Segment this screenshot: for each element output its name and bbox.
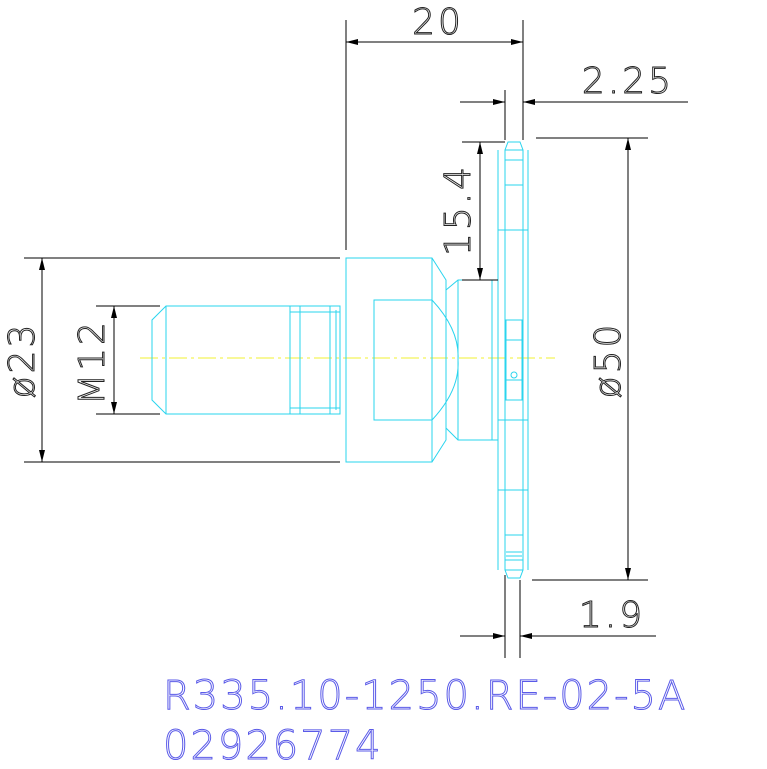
threaded-shank xyxy=(151,305,341,415)
dimension-length-label: 20 xyxy=(412,2,464,43)
dimension-outer-diameter-label: ø50 xyxy=(588,322,629,399)
dimension-length: 20 xyxy=(345,2,524,250)
hub xyxy=(445,279,499,441)
dimension-edge-thickness: 1.9 xyxy=(460,575,656,658)
dimension-thread-label: M12 xyxy=(72,319,113,405)
part-geometry xyxy=(151,141,529,579)
part-code: R335.10-1250.RE-02-5A xyxy=(162,673,688,719)
main-body xyxy=(345,257,459,463)
saw-disc xyxy=(497,141,529,579)
part-id: 02926774 xyxy=(163,723,383,769)
dimension-thread: M12 xyxy=(72,305,160,415)
dimension-shank-diameter: ø23 xyxy=(2,257,340,463)
dimension-flange-thickness: 2.25 xyxy=(460,61,688,140)
dimension-edge-thickness-label: 1.9 xyxy=(579,595,645,636)
dimension-height: 15.4 xyxy=(438,141,505,281)
dimension-shank-diameter-label: ø23 xyxy=(2,322,43,399)
dimension-height-label: 15.4 xyxy=(438,164,479,256)
dimension-flange-thickness-label: 2.25 xyxy=(582,61,674,102)
dimension-outer-diameter: ø50 xyxy=(532,137,648,581)
